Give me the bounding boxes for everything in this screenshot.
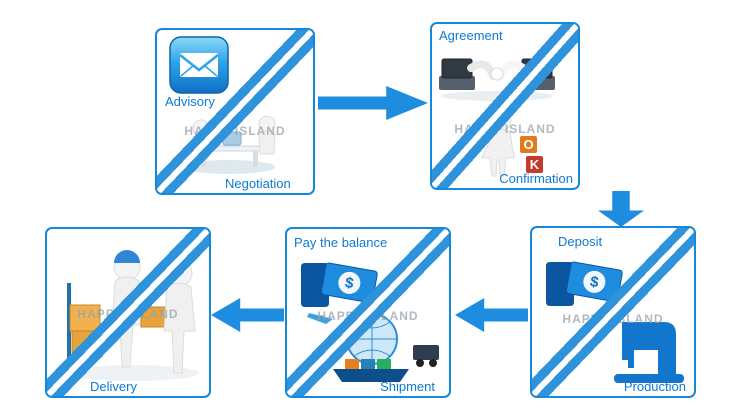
arrow-advisory-to-agreement <box>318 86 428 120</box>
arrow-confirmation-to-deposit <box>598 191 644 227</box>
step-label-confirmation: Confirmation <box>499 171 573 186</box>
arrow-production-to-balance <box>455 298 528 332</box>
handshake-agreement-illustration <box>437 46 557 102</box>
ok-letter-o: O <box>523 137 533 152</box>
step-label-negotiation: Negotiation <box>225 176 291 191</box>
arrow-shipment-to-delivery <box>211 298 284 332</box>
watermark: HAPPY ISLAND <box>77 307 179 321</box>
watermark: HAPPY ISLAND <box>562 312 664 326</box>
step-label-advisory: Advisory <box>165 94 215 109</box>
ok-letter-k: K <box>530 157 540 172</box>
step-box-agreement-confirmation: Agreement O K HAPPY ISLA <box>430 22 580 190</box>
step-label-shipment: Shipment <box>380 379 435 394</box>
step-label-production: Production <box>623 379 686 394</box>
deposit-wallet-icon: $ <box>540 252 632 312</box>
watermark: HAPPY ISLAND <box>454 122 556 136</box>
watermark: HAPPY ISLAND <box>317 309 419 323</box>
step-label-delivery: Delivery <box>90 379 137 394</box>
step-box-delivery: HAPPY ISLAND Delivery <box>45 227 211 398</box>
ok-confirmation-illustration: O K <box>454 110 564 178</box>
watermark: HAPPY ISLAND <box>184 124 286 138</box>
step-label-deposit: Deposit <box>558 234 603 249</box>
step-box-balance-shipment: Pay the balance $ <box>285 227 451 398</box>
email-advisory-icon <box>169 36 229 94</box>
step-label-pay-the-balance: Pay the balance <box>294 235 388 250</box>
step-box-advisory-negotiation: Advisory HAPPY ISLAND Negotiation <box>155 28 315 195</box>
step-box-deposit-production: Deposit $ HAPPY ISLAND Production <box>530 226 696 398</box>
step-label-agreement: Agreement <box>439 28 503 43</box>
negotiation-illustration <box>163 112 309 176</box>
